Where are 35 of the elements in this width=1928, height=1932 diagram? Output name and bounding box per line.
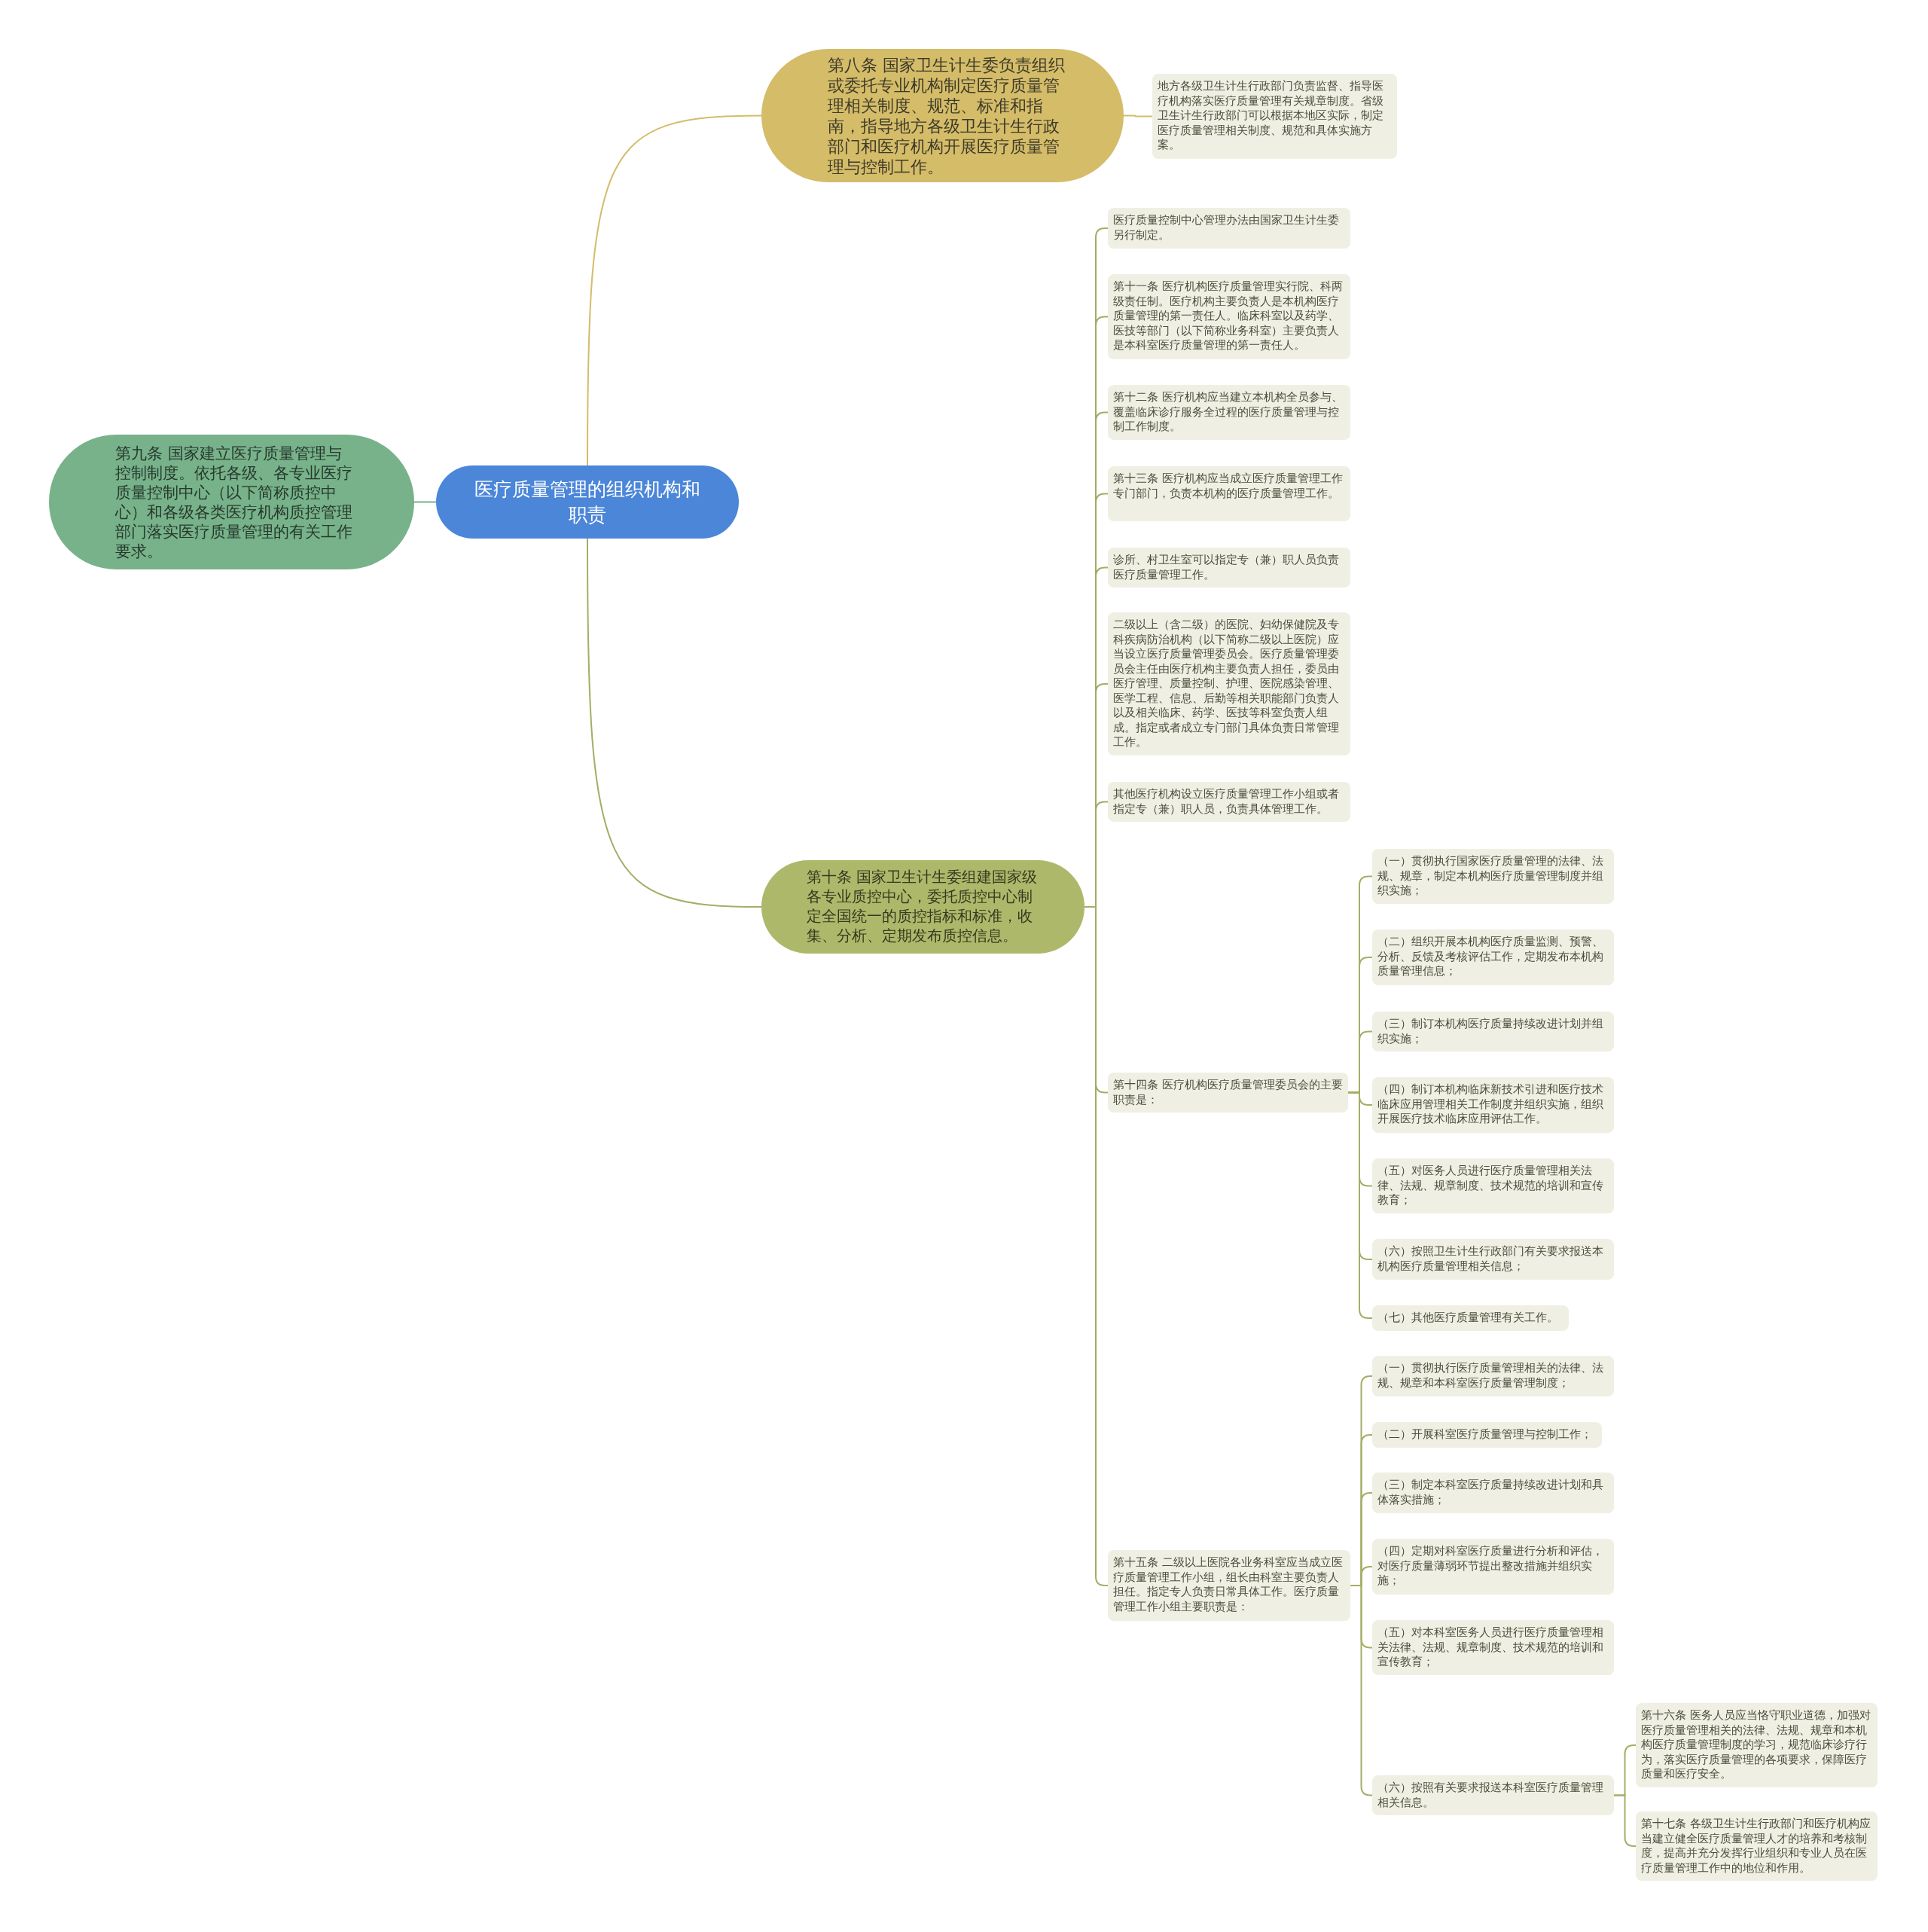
connector-line <box>1123 114 1153 118</box>
text-box: （二）组织开展本机构医疗质量监测、预警、分析、反馈及考核评估工作，定期发布本机构质量管理信息； <box>1372 929 1614 985</box>
central-topic-pill: 医疗质量管理的组织机构和职责 <box>436 465 739 539</box>
connector-line <box>587 538 762 908</box>
text-box: 第十五条 二级以上医院各业务科室应当成立医疗质量管理工作小组，组长由科室主要负责人担任。指定专人负责日常具体工作。医疗质量管理工作小组主要职责是： <box>1108 1550 1350 1621</box>
text-box: （五）对本科室医务人员进行医疗质量管理相关法律、法规、规章制度、技术规范的培训和宣传教育； <box>1372 1620 1614 1675</box>
text-box: 第十四条 医疗机构医疗质量管理委员会的主要职责是： <box>1108 1073 1348 1113</box>
text-box: 第十七条 各级卫生计生行政部门和医疗机构应当建立健全医疗质量管理人才的培养和考核制度，提高并充分发挥行业组织和专业人员在医疗质量管理工作中的地位和作用。 <box>1636 1811 1878 1881</box>
text-box: （一）贯彻执行医疗质量管理相关的法律、法规、规章和本科室医疗质量管理制度； <box>1372 1356 1614 1396</box>
text-box: （一）贯彻执行国家医疗质量管理的法律、法规、规章，制定本机构医疗质量管理制度并组织实施； <box>1372 849 1614 904</box>
text-box: （二）开展科室医疗质量管理与控制工作； <box>1372 1422 1602 1448</box>
connector-line <box>413 501 437 503</box>
text-box: （六）按照卫生计生行政部门有关要求报送本机构医疗质量管理相关信息； <box>1372 1239 1614 1280</box>
connector-line <box>1350 1585 1373 1796</box>
text-box: （三）制定本科室医疗质量持续改进计划和具体落实措施； <box>1372 1473 1614 1513</box>
text-box: （五）对医务人员进行医疗质量管理相关法律、法规、规章制度、技术规范的培训和宣传教育； <box>1372 1158 1614 1213</box>
text-box: 第十一条 医疗机构医疗质量管理实行院、科两级责任制。医疗机构主要负责人是本机构医疗质量管理的第一责任人。临床科室以及药学、医技等部门（以下简称业务科室）主要负责人是本科室医疗质量管理的第一责任人。 <box>1108 274 1350 359</box>
topic-pill: 第十条 国家卫生计生委组建国家级各专业质控中心，委托质控中心制定全国统一的质控指标和标准，收集、分析、定期发布质控信息。 <box>761 860 1084 954</box>
text-box: 第十六条 医务人员应当恪守职业道德，加强对医疗质量管理相关的法律、法规、规章和本机构医疗质量管理制度的学习，规范临床诊疗行为，落实医疗质量管理的各项要求，保障医疗质量和医疗安全。 <box>1636 1703 1878 1787</box>
text-box: 第十二条 医疗机构应当建立本机构全员参与、覆盖临床诊疗服务全过程的医疗质量管理与控制工作制度。 <box>1108 385 1350 440</box>
topic-pill: 第八条 国家卫生计生委负责组织或委托专业机构制定医疗质量管理相关制度、规范、标准和指南，指导地方各级卫生计生行政部门和医疗机构开展医疗质量管理与控制工作。 <box>761 49 1124 182</box>
connector-line <box>587 114 762 466</box>
text-box: （四）制订本机构临床新技术引进和医疗技术临床应用管理相关工作制度并组织实施，组织开展医疗技术临床应用评估工作。 <box>1372 1077 1614 1133</box>
text-box: 医疗质量控制中心管理办法由国家卫生计生委另行制定。 <box>1108 208 1350 249</box>
text-box: 诊所、村卫生室可以指定专（兼）职人员负责医疗质量管理工作。 <box>1108 548 1350 588</box>
text-box: （七）其他医疗质量管理有关工作。 <box>1372 1305 1569 1331</box>
text-box: （三）制订本机构医疗质量持续改进计划并组织实施； <box>1372 1012 1614 1051</box>
topic-pill: 第九条 国家建立医疗质量管理与控制制度。依托各级、各专业医疗质量控制中心（以下简称质控中心）和各级各类医疗机构质控管理部门落实医疗质量管理的有关工作要求。 <box>49 435 414 569</box>
text-box: 二级以上（含二级）的医院、妇幼保健院及专科疾病防治机构（以下简称二级以上医院）应当设立医疗质量管理委员会。医疗质量管理委员会主任由医疗机构主要负责人担任，委员由医疗管理、质量控制、护理、医院感染管理、医学工程、信息、后勤等相关职能部门负责人以及相关临床、药学、医技等科室负责人组成。指定或者成立专门部门具体负责日常管理工作。 <box>1108 612 1350 755</box>
text-box: （六）按照有关要求报送本科室医疗质量管理相关信息。 <box>1372 1775 1614 1815</box>
text-box: 第十三条 医疗机构应当成立医疗质量管理工作专门部门，负责本机构的医疗质量管理工作。 <box>1108 466 1350 521</box>
text-box: 地方各级卫生计生行政部门负责监督、指导医疗机构落实医疗质量管理有关规章制度。省级卫生计生行政部门可以根据本地区实际，制定医疗质量管理相关制度、规范和具体实施方案。 <box>1152 74 1397 159</box>
text-box: 其他医疗机构设立医疗质量管理工作小组或者指定专（兼）职人员，负责具体管理工作。 <box>1108 782 1350 822</box>
text-box: （四）定期对科室医疗质量进行分析和评估，对医疗质量薄弱环节提出整改措施并组织实施； <box>1372 1539 1614 1595</box>
connector-line <box>1347 1091 1373 1319</box>
